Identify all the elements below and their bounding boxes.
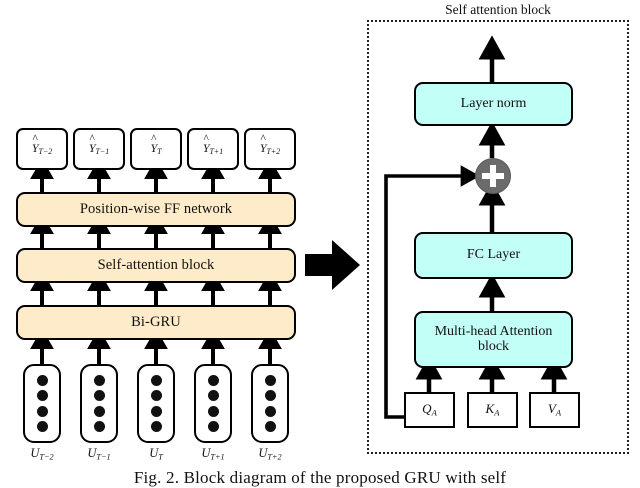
neuron-dot — [264, 405, 276, 417]
neuron-dot — [93, 420, 105, 432]
stage-bi-gru: Bi-GRU — [16, 305, 296, 340]
block-multi-head-attention-label-line1: Multi-head Attention — [434, 323, 553, 339]
input-u-t — [137, 364, 175, 443]
figure-caption: Fig. 2. Block diagram of the proposed GR… — [0, 468, 640, 488]
block-multi-head-attention-label-line2: block — [477, 338, 510, 354]
output-y-t-plus-2: ^YT+2 — [244, 128, 296, 170]
input-u-t-plus-1-label: UT+1 — [201, 446, 225, 462]
block-layer-norm: Layer norm — [414, 82, 573, 126]
stage-self-attention-block-label: Self-attention block — [97, 256, 215, 273]
output-y-t-minus-2: ^YT−2 — [16, 128, 68, 170]
block-fc-layer-label: FC Layer — [466, 247, 521, 263]
neuron-dot — [150, 420, 162, 432]
stage-self-attention-block: Self-attention block — [16, 248, 296, 283]
input-u-t-minus-1 — [80, 364, 118, 443]
block-layer-norm-label: Layer norm — [460, 95, 527, 111]
qkv-value: VA — [529, 392, 580, 428]
residual-add-node — [475, 158, 511, 194]
output-y-t-minus-1: ^YT−1 — [73, 128, 125, 170]
neuron-dot — [264, 390, 276, 402]
neuron-dot — [93, 405, 105, 417]
neuron-dot — [36, 390, 48, 402]
stage-bi-gru-label: Bi-GRU — [131, 313, 181, 330]
figure-caption-text: Fig. 2. Block diagram of the proposed GR… — [133, 468, 507, 487]
neuron-dot — [150, 405, 162, 417]
input-u-t-minus-1-label: UT−1 — [87, 446, 111, 462]
input-u-t-minus-2 — [23, 364, 61, 443]
neuron-dot — [93, 390, 105, 402]
neuron-dot — [36, 420, 48, 432]
output-y-t-minus-2-label: ^YT−2 — [31, 132, 53, 156]
block-multi-head-attention: Multi-head Attention block — [414, 311, 573, 368]
neuron-dot — [36, 375, 48, 387]
input-u-t-label: UT — [149, 446, 163, 462]
right-panel-title: Self attention block — [367, 2, 629, 18]
input-u-t-minus-2-label: UT−2 — [30, 446, 54, 462]
output-y-t: ^YT — [130, 128, 182, 170]
output-y-t-plus-2-label: ^YT+2 — [259, 132, 281, 156]
neuron-dot — [264, 375, 276, 387]
qkv-value-label: VA — [547, 401, 562, 418]
neuron-dot — [36, 405, 48, 417]
neuron-dot — [207, 420, 219, 432]
self-attention-block-boundary — [367, 20, 629, 454]
block-fc-layer: FC Layer — [414, 232, 573, 279]
neuron-dot — [207, 375, 219, 387]
stage-position-wise-ff-network-label: Position-wise FF network — [79, 200, 233, 217]
qkv-key: KA — [467, 392, 518, 428]
qkv-query-label: QA — [422, 401, 437, 418]
expansion-arrow — [305, 240, 360, 290]
neuron-dot — [207, 405, 219, 417]
neuron-dot — [150, 390, 162, 402]
input-u-t-plus-2 — [251, 364, 289, 443]
output-y-t-plus-1: ^YT+1 — [187, 128, 239, 170]
output-y-t-plus-1-label: ^YT+1 — [202, 132, 224, 156]
neuron-dot — [207, 390, 219, 402]
neuron-dot — [150, 375, 162, 387]
input-u-t-plus-2-label: UT+2 — [258, 446, 282, 462]
neuron-dot — [264, 420, 276, 432]
output-y-t-label: ^YT — [150, 132, 162, 156]
stage-position-wise-ff-network: Position-wise FF network — [16, 192, 296, 227]
qkv-key-label: KA — [485, 401, 500, 418]
qkv-query: QA — [404, 392, 455, 428]
input-u-t-plus-1 — [194, 364, 232, 443]
neuron-dot — [93, 375, 105, 387]
right-panel-title-text: Self attention block — [445, 2, 551, 17]
output-y-t-minus-1-label: ^YT−1 — [88, 132, 110, 156]
